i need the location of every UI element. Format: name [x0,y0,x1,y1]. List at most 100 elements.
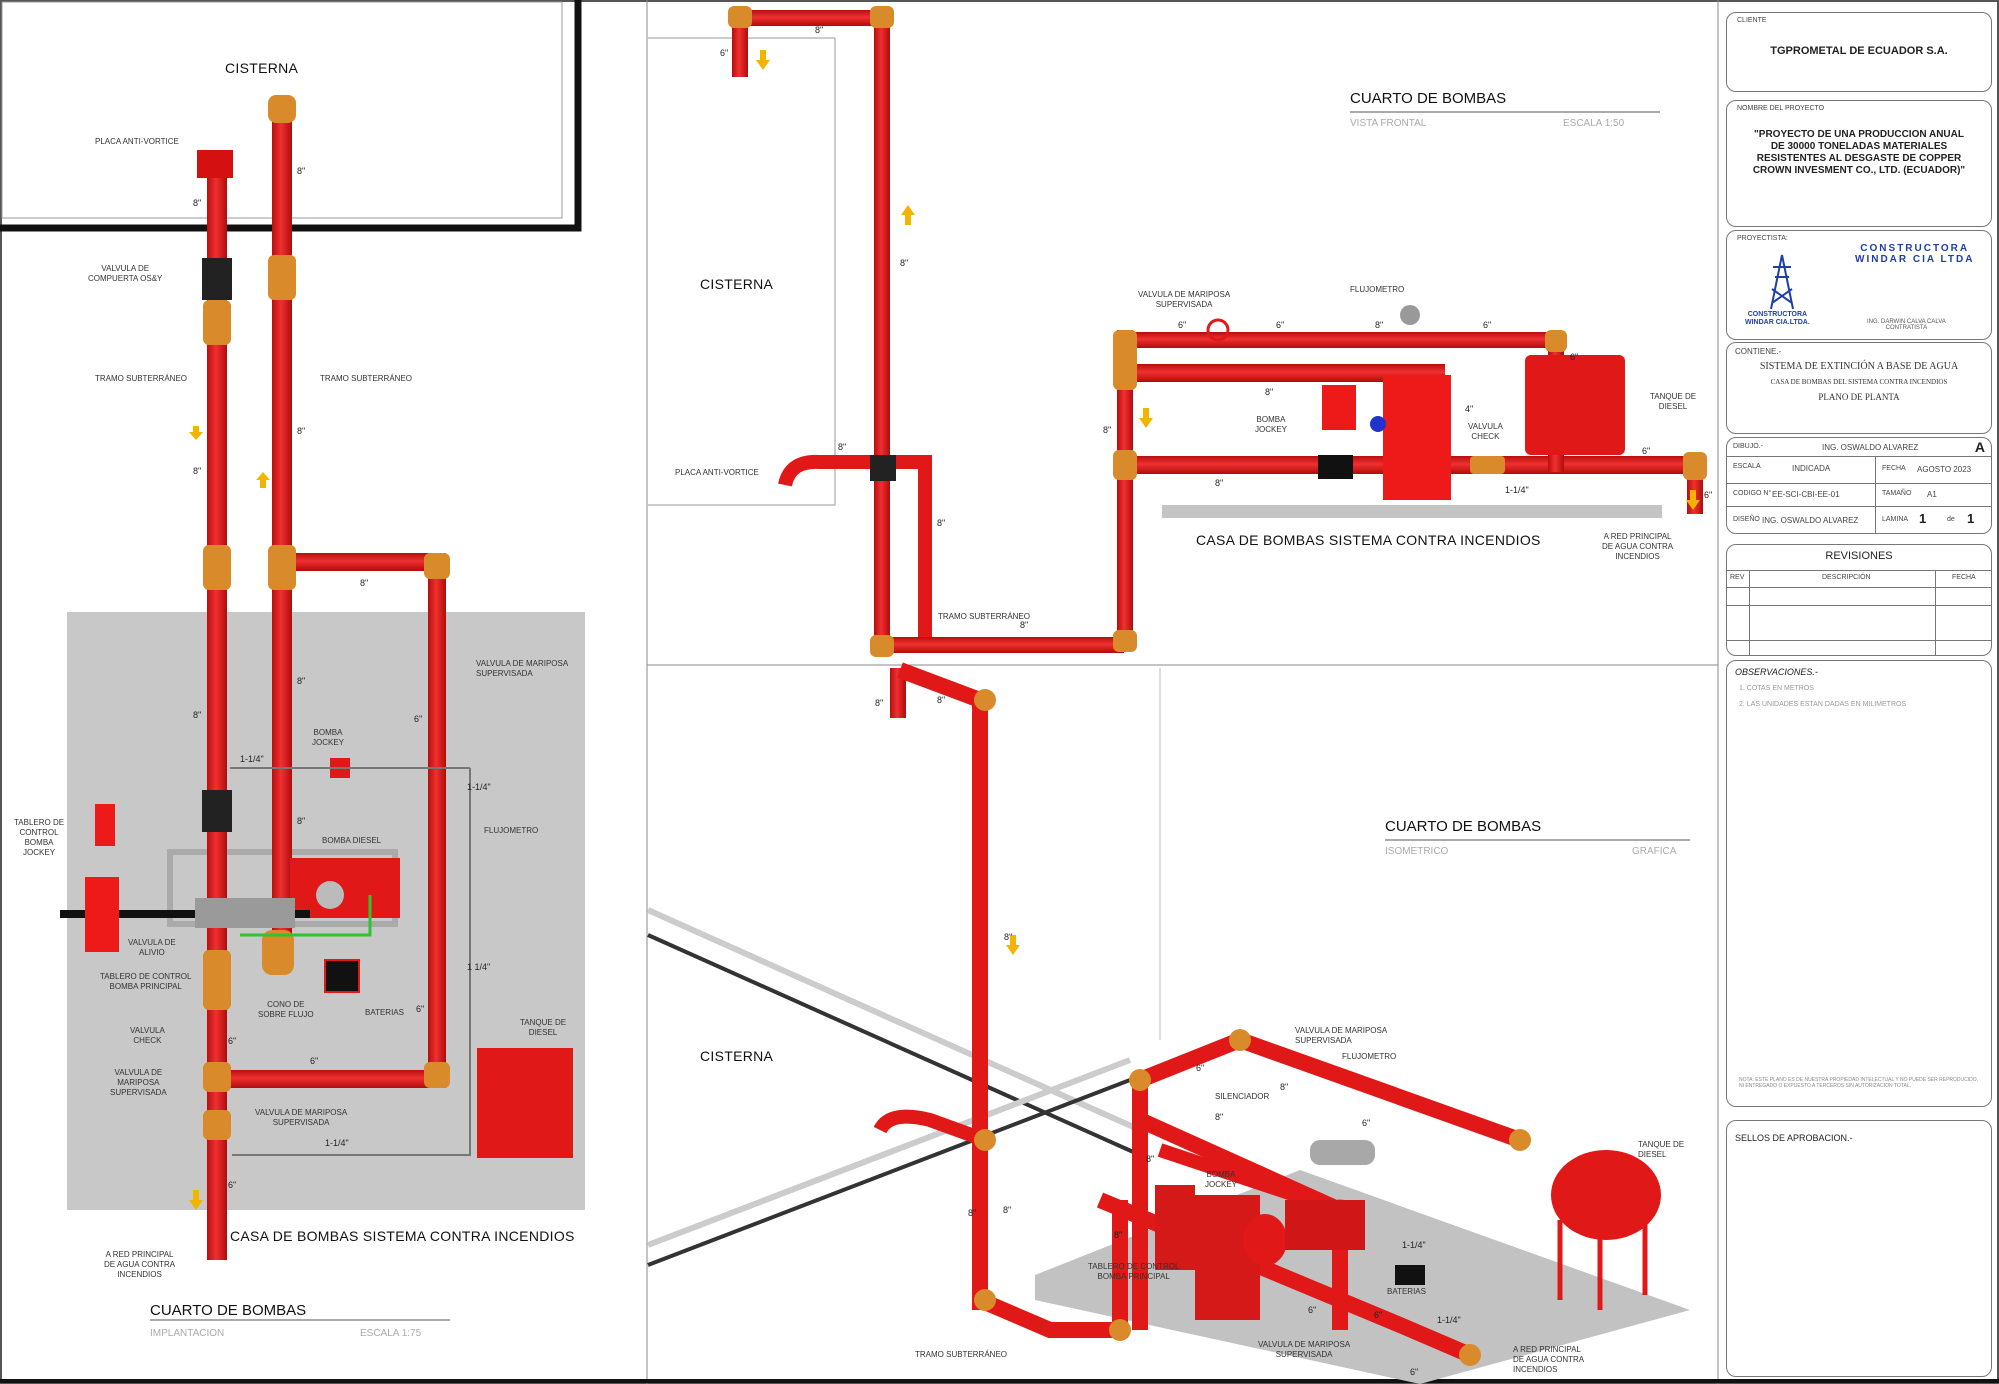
pipe-size: 1-1/4" [240,754,264,764]
iso-scale: GRAFICA [1632,846,1677,857]
pipe-size: 8" [968,1208,977,1218]
sheet-number: 1 [1919,511,1927,526]
callout: SILENCIADOR [1215,1092,1270,1101]
front-view [648,6,1707,657]
project-line: CROWN INVESMENT CO., LTD. (ECUADOR)" [1752,165,1966,176]
client-box: CLIENTE TGPROMETAL DE ECUADOR S.A. [1726,12,1992,92]
project-label: NOMBRE DEL PROYECTO [1737,105,1825,112]
callout: A RED PRINCIPAL DE AGUA CONTRA INCENDIOS [1602,532,1674,561]
pipe-size: 6" [1276,320,1285,330]
callout: VALVULA DE MARIPOSA SUPERVISADA [1258,1340,1351,1359]
pipe-size: 6" [1642,446,1651,456]
revisions-box: REVISIONES REV DESCRIPCIÓN FECHA [1726,544,1992,656]
callout: TRAMO SUBTERRÁNEO [95,374,188,383]
pipe-size: 6" [414,714,423,724]
callout: TANQUE DE DIESEL [1650,392,1697,411]
front-scale: ESCALA 1:50 [1563,118,1625,129]
callout: TABLERO DE CONTROL BOMBA PRINCIPAL [100,972,192,991]
size-label: TAMAÑO [1882,490,1912,497]
observation-item: 1. COTAS EN METROS [1739,685,1814,692]
callout: TABLERO DE CONTROL BOMBA PRINCIPAL [1088,1262,1180,1281]
project-line: "PROYECTO DE UNA PRODUCCION ANUAL [1754,129,1964,140]
company-name: CONSTRUCTORA WINDAR CIA LTDA [1855,243,1974,265]
callout: TRAMO SUBTERRÁNEO [938,612,1031,621]
approval-box: SELLOS DE APROBACION.- [1726,1120,1992,1377]
pipe-size: 6" [1483,320,1492,330]
flow-arrows [189,50,1700,1210]
silencer [195,898,295,928]
exhaust-pipe [60,910,310,918]
pipe-size: 8" [875,698,884,708]
scale-label: ESCALA [1733,463,1761,470]
company-line: CONSTRUCTORA [1860,243,1970,254]
pipe-size: 1-1/4" [1437,1315,1461,1325]
cistern-label: CISTERNA [700,1048,774,1064]
cistern-label: CISTERNA [700,276,774,292]
sheet-label: LAMINA [1882,516,1909,523]
plan-scale: ESCALA 1:75 [360,1328,422,1339]
cistern-outline [648,37,836,506]
pipe-size: 8" [900,258,909,268]
pipe-size: 8" [1215,1112,1224,1122]
engineer-name: ING. DARWIN CALVA CALVA [1867,319,1946,325]
callout: FLUJOMETRO [484,826,539,835]
plan-subtitle: IMPLANTACION [150,1328,225,1339]
platform [1162,505,1662,518]
logo-line: WINDAR CIA.LTDA. [1745,319,1810,326]
iso-header: CUARTO DE BOMBAS [1385,818,1542,835]
pipe-size: 8" [1375,320,1384,330]
pipe-size: 1-1/4" [1402,1240,1426,1250]
callout: VALVULA CHECK [130,1026,165,1045]
pipe-size: 8" [1003,1205,1012,1215]
pipe-size: 6" [1178,320,1187,330]
plan-title: CASA DE BOMBAS SISTEMA CONTRA INCENDIOS [230,1228,575,1244]
callout: VALVULA DE ALIVIO [128,938,176,957]
pipe-size: 6" [1704,490,1713,500]
pipe-size: 8" [360,578,369,588]
callout: VALVULA DE MARIPOSA SUPERVISADA [255,1108,348,1127]
pipe-size: 8" [1114,1230,1123,1240]
front-header: CUARTO DE BOMBAS [1350,90,1507,107]
cistern-wall [0,0,582,232]
pipe-size: 8" [1280,1082,1289,1092]
pipe-size: 8" [1215,478,1224,488]
diesel-tank [477,1048,573,1158]
jockey-control-panel [95,804,115,846]
pipe-size: 8" [1265,387,1274,397]
pipe-size: 8" [838,442,847,452]
pipe-size: 1-1/4" [467,782,491,792]
pipe-size: 6" [1362,1118,1371,1128]
pipe-size: 6" [1308,1305,1317,1315]
callout: VALVULA DE MARIPOSA SUPERVISADA [1295,1026,1388,1045]
designer-box: PROYECTISTA: CONSTRUCTORA WINDAR CIA.LTD… [1726,230,1992,340]
approval-label: SELLOS DE APROBACION.- [1735,1133,1853,1143]
callout: VALVULA DE MARIPOSA SUPERVISADA [110,1068,167,1097]
isometric-view [646,662,1690,1384]
plan-header: CUARTO DE BOMBAS [150,1302,307,1319]
pipe-size: 8" [193,710,202,720]
observation-item: 2. LAS UNIDADES ESTAN DADAS EN MILIMETRO… [1739,701,1907,708]
pipe-size: 1-1/4" [325,1138,349,1148]
date-col: FECHA [1952,574,1976,581]
sheet-total: 1 [1967,511,1975,526]
diesel-pump [1243,1214,1287,1266]
pipe-size: 8" [815,25,824,35]
callout: A RED PRINCIPAL DE AGUA CONTRA INCENDIOS [1513,1345,1585,1374]
pipe-size: 8" [297,676,306,686]
engineer-role: CONTRATISTA [1885,325,1928,331]
pipe-size: 6" [1374,1310,1383,1320]
observations-label: OBSERVACIONES.- [1735,667,1818,677]
callout: PLACA ANTI-VORTICE [675,468,759,477]
date-value: AGOSTO 2023 [1917,465,1972,474]
diesel-pump-panel [1383,375,1451,500]
pipe-size: 6" [1196,1063,1205,1073]
revisions-title: REVISIONES [1825,550,1893,562]
drawn-by: ING. OSWALDO ALVAREZ [1822,443,1919,452]
callout: VALVULA DE COMPUERTA OS&Y [88,264,163,283]
pipe-size: 8" [297,816,306,826]
observations-box: OBSERVACIONES.- 1. COTAS EN METROS 2. LA… [1726,660,1992,1107]
size-value: A1 [1927,490,1937,499]
callout: CONO DE SOBRE FLUJO [258,1000,314,1019]
logo-line: CONSTRUCTORA [1747,311,1808,318]
pipe-size: 6" [310,1056,319,1066]
